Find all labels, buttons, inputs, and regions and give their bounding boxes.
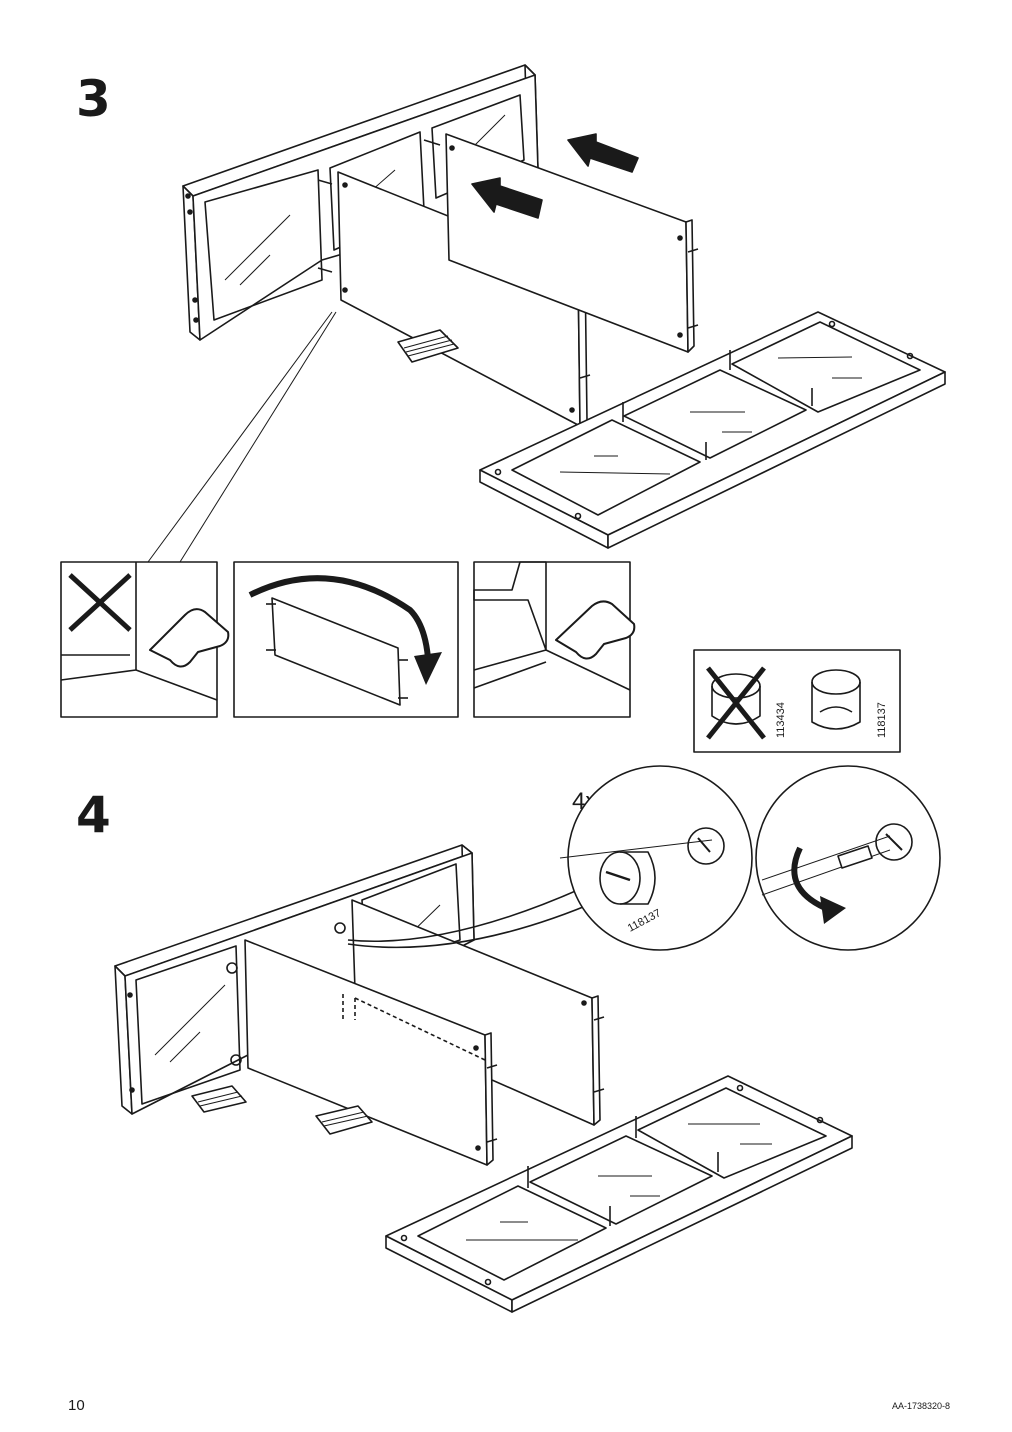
pointing-hand-icon	[149, 608, 230, 668]
step4-bottom-frame	[385, 1075, 853, 1313]
part-number-wrong: 113434	[775, 702, 787, 738]
document-reference: AA-1738320-8	[891, 1401, 950, 1411]
step-4-number: 4	[76, 786, 111, 844]
curved-arrow-icon	[248, 575, 431, 659]
step4-floor-pads	[191, 1085, 373, 1135]
cam-insert-detail: 118137	[559, 765, 753, 951]
pointing-hand-icon	[555, 600, 636, 660]
step-3-number: 3	[76, 70, 111, 128]
screwdriver-icon	[837, 845, 873, 869]
push-arrow-icon	[471, 177, 543, 219]
page-number: 10	[68, 1397, 85, 1414]
step4-rear-panel	[351, 899, 605, 1126]
step3-bottom-frame	[479, 311, 946, 549]
detail-panel-wrong	[60, 561, 230, 718]
push-arrow-icon	[567, 133, 639, 173]
cam-tighten-detail	[755, 765, 941, 951]
step4-front-panel	[226, 922, 498, 1166]
detail-panel-rotate	[233, 561, 459, 718]
detail-panel-right	[473, 561, 636, 718]
step3-floor-pad	[397, 329, 459, 363]
part-number-right: 118137	[876, 702, 888, 738]
curved-arrow-icon	[791, 846, 832, 913]
cam-lock-comparison-box: 113434 118137	[693, 649, 901, 753]
